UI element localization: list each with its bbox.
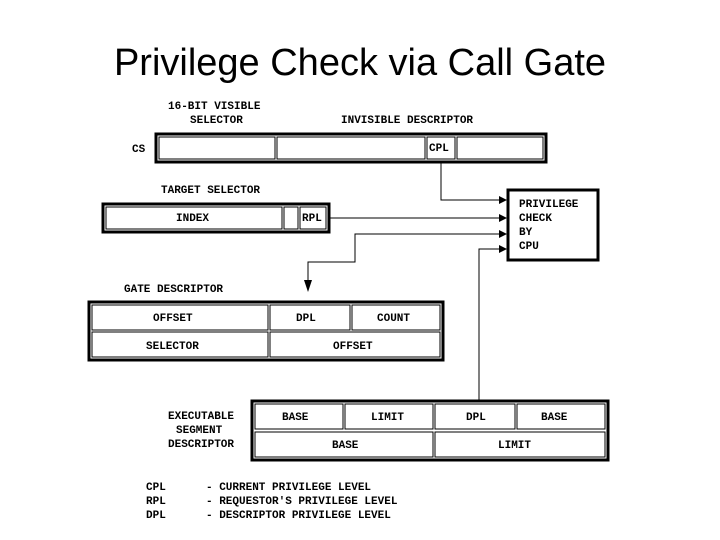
- gate-descriptor-label: GATE DESCRIPTOR: [124, 284, 223, 296]
- legend-abbr-rpl: RPL: [146, 496, 166, 508]
- target-rpl-field: [299, 206, 327, 230]
- exec-base-mid-text: BASE: [541, 412, 568, 424]
- gate-selector-field: [91, 331, 269, 358]
- gate-dpl-to-check-arrow: [307, 230, 507, 290]
- gate-count-field: [351, 304, 441, 331]
- target-index-text: INDEX: [176, 213, 209, 225]
- gate-count-text: COUNT: [377, 313, 410, 325]
- exec-limit-low-field: [434, 431, 606, 458]
- exec-base-low-text: BASE: [332, 440, 359, 452]
- cpl-to-check-arrow: [440, 162, 507, 204]
- exec-limit-high-field: [344, 403, 434, 430]
- legend-desc-cpl: - CURRENT PRIVILEGE LEVEL: [206, 482, 371, 494]
- cs-register-frame: [154, 132, 548, 164]
- visible-selector-label-1: 16-BIT VISIBLE: [168, 101, 261, 113]
- gate-descriptor-frame: [87, 300, 445, 362]
- exec-limit-high-text: LIMIT: [371, 412, 404, 424]
- gate-dpl-text: DPL: [296, 313, 316, 325]
- exec-base-high-field: [254, 403, 344, 430]
- legend-abbr-dpl: DPL: [146, 510, 166, 522]
- target-selector-label: TARGET SELECTOR: [161, 185, 260, 197]
- exec-descriptor-label-3: DESCRIPTOR: [168, 439, 234, 451]
- target-index-field: [105, 206, 283, 230]
- exec-dpl-to-check-arrow: [478, 245, 507, 401]
- gate-offset-high-text: OFFSET: [153, 313, 193, 325]
- cs-descriptor-field: [276, 136, 426, 160]
- privilege-check-text-2: CHECK: [519, 213, 552, 225]
- slide-title: Privilege Check via Call Gate: [113, 42, 607, 84]
- exec-dpl-field: [434, 403, 516, 430]
- gate-selector-text: SELECTOR: [146, 341, 199, 353]
- gate-offset-high-field: [91, 304, 269, 331]
- exec-base-mid-field: [516, 403, 606, 430]
- gate-offset-low-text: OFFSET: [333, 341, 373, 353]
- cs-selector-field: [158, 136, 276, 160]
- exec-dpl-text: DPL: [466, 412, 486, 424]
- legend-desc-dpl: - DESCRIPTOR PRIVILEGE LEVEL: [206, 510, 391, 522]
- cs-cpl-field: [426, 136, 456, 160]
- target-rpl-text: RPL: [302, 213, 322, 225]
- exec-limit-low-text: LIMIT: [498, 440, 531, 452]
- exec-base-high-text: BASE: [282, 412, 309, 424]
- legend-abbr-cpl: CPL: [146, 482, 166, 494]
- privilege-check-text-1: PRIVILEGE: [519, 199, 579, 211]
- gate-dpl-arrowhead: [304, 280, 312, 292]
- privilege-check-text-4: CPU: [519, 241, 539, 253]
- exec-base-low-field: [254, 431, 434, 458]
- cs-descriptor-rest-field: [456, 136, 544, 160]
- exec-descriptor-label-2: SEGMENT: [176, 425, 223, 437]
- legend-desc-rpl: - REQUESTOR'S PRIVILEGE LEVEL: [206, 496, 398, 508]
- visible-selector-label-2: SELECTOR: [190, 115, 243, 127]
- cs-label: CS: [132, 144, 146, 156]
- exec-descriptor-frame: [250, 399, 610, 462]
- target-ti-field: [283, 206, 299, 230]
- gate-offset-low-field: [269, 331, 441, 358]
- invisible-descriptor-label: INVISIBLE DESCRIPTOR: [341, 115, 473, 127]
- privilege-check-text-3: BY: [519, 227, 533, 239]
- privilege-check-box: [506, 188, 600, 262]
- gate-dpl-field: [269, 304, 351, 331]
- cs-cpl-text: CPL: [429, 143, 449, 155]
- exec-descriptor-label-1: EXECUTABLE: [168, 411, 234, 423]
